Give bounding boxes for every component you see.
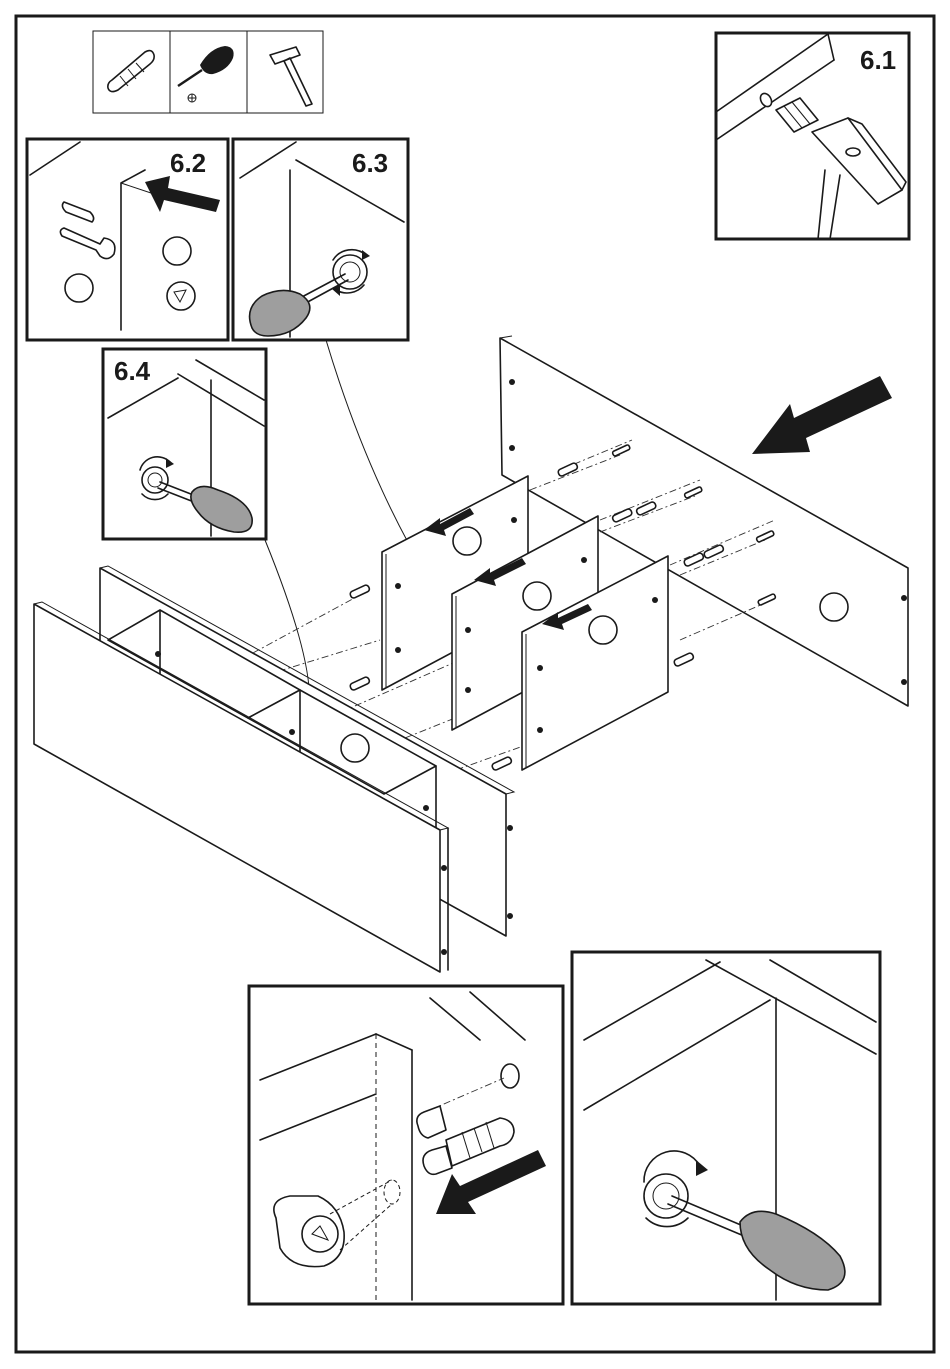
step-label: 6.3 [352,148,388,178]
dowel-icon [108,51,154,92]
hammer-icon [270,47,312,106]
step-label: 6.2 [170,148,206,178]
step-6-2-panel: 6.2 [27,139,228,340]
step-6-3-panel: 6.3 [233,139,408,340]
detail-cam-lock [572,952,880,1304]
step-6-4-panel: 6.4 [103,349,266,539]
step-label: 6.1 [860,45,896,75]
direction-arrow-icon [752,376,892,454]
screwdriver-icon [178,46,234,102]
step-label: 6.4 [114,356,151,386]
detail-cam-dowel [249,986,563,1304]
tools-strip [93,31,323,113]
step-6-1-panel: 6.1 [716,33,909,239]
